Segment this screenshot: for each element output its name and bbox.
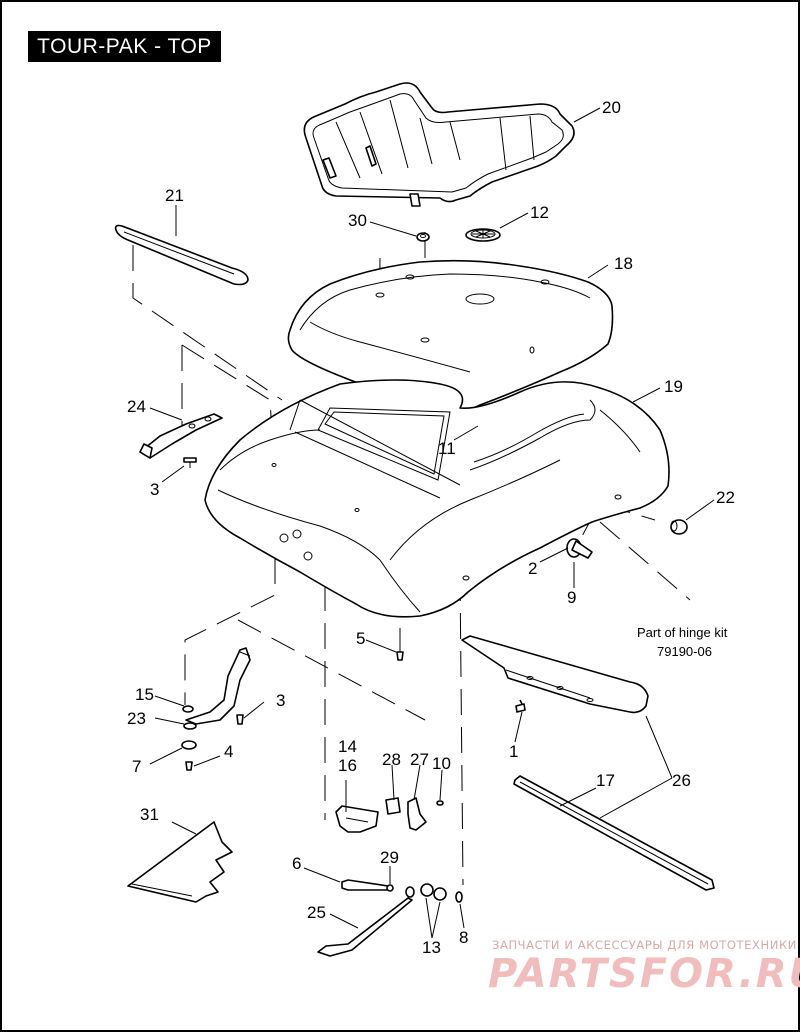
pivot-stud (566, 538, 593, 559)
callout-3-upper: 3 (150, 480, 159, 499)
callout-27: 27 (410, 750, 429, 769)
hinge-kit-note-line1: Part of hinge kit (637, 625, 728, 640)
luggage-rack (303, 82, 575, 207)
callout-14: 14 (338, 737, 357, 756)
watermark-tagline: ЗАПЧАСТИ И АКСЕССУАРЫ ДЛЯ МОТОТЕХНИКИ (492, 938, 797, 952)
callout-8: 8 (459, 928, 468, 947)
clip (455, 891, 463, 903)
callout-12: 12 (530, 203, 549, 222)
callout-18: 18 (614, 254, 633, 273)
callout-31: 31 (140, 805, 159, 824)
hinge-kit-note: Part of hinge kit 79190-06 (637, 625, 728, 659)
trim-strip (114, 224, 249, 286)
callout-19: 19 (664, 377, 683, 396)
callout-23: 23 (127, 709, 146, 728)
callout-26: 26 (672, 771, 691, 790)
callout-17: 17 (596, 771, 615, 790)
callout-25: 25 (307, 903, 326, 922)
callout-21: 21 (165, 186, 184, 205)
rack-nut (416, 232, 430, 242)
callout-5: 5 (356, 629, 365, 648)
hinge-strip (513, 775, 715, 891)
callout-15: 15 (135, 685, 154, 704)
callout-11: 11 (438, 439, 456, 458)
callout-13: 13 (422, 938, 441, 957)
callout-7: 7 (132, 757, 141, 776)
callout-28: 28 (382, 750, 401, 769)
hinge-kit (461, 635, 649, 714)
callout-labels: 20 21 30 12 18 19 24 3 11 22 2 9 5 15 3 … (127, 98, 735, 957)
watermark-brand: PARTSFOR.RU (488, 951, 800, 997)
callout-4: 4 (224, 742, 233, 761)
spacers (420, 883, 447, 901)
lid-top-cover (287, 259, 614, 413)
watermark: ЗАПЧАСТИ И АКСЕССУАРЫ ДЛЯ МОТОТЕХНИКИ PA… (488, 938, 800, 997)
callout-16: 16 (338, 756, 357, 775)
screw-5 (396, 651, 404, 661)
speaker-grille (465, 228, 501, 242)
latch (407, 797, 427, 831)
callout-20: 20 (602, 98, 621, 117)
hinge-kit-note-line2: 79190-06 (657, 644, 712, 659)
screw-upper (183, 457, 197, 468)
washers-lower (181, 705, 244, 771)
callout-3-lower: 3 (276, 691, 285, 710)
diagram-title: TOUR-PAK - TOP (28, 31, 221, 62)
rear-bracket (139, 413, 223, 459)
lid-strap (317, 886, 415, 957)
callout-22: 22 (716, 488, 735, 507)
callout-10: 10 (432, 754, 451, 773)
washer-29 (386, 884, 394, 892)
latch-nut (436, 800, 444, 806)
callout-6: 6 (292, 854, 301, 873)
latch-bracket (385, 797, 401, 815)
callout-24: 24 (127, 397, 146, 416)
bumper (670, 519, 688, 535)
tour-pak-lid (204, 379, 670, 618)
lower-bracket (185, 647, 251, 725)
liner (127, 821, 233, 903)
callout-29: 29 (380, 848, 399, 867)
callout-1: 1 (509, 742, 518, 761)
callout-30: 30 (348, 211, 367, 230)
latch-plate (335, 805, 379, 833)
callout-2: 2 (528, 559, 537, 578)
bolt (341, 879, 389, 891)
callout-9: 9 (567, 588, 576, 607)
leader-lines (149, 107, 715, 939)
screw-1 (515, 703, 526, 713)
